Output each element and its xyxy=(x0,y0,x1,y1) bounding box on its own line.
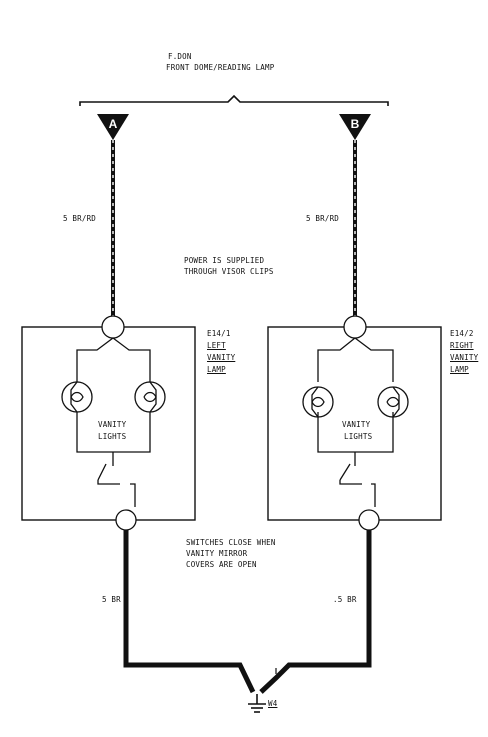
left-component-line4: LAMP xyxy=(207,365,226,374)
left-component-id: E14/1 xyxy=(207,329,231,338)
connector-a: A xyxy=(97,114,129,140)
left-bulb-2 xyxy=(134,381,166,413)
right-component-line3: VANITY xyxy=(450,353,479,362)
svg-text:A: A xyxy=(109,117,118,131)
left-inner-line1: VANITY xyxy=(98,420,127,429)
switch-note-line2: VANITY MIRROR xyxy=(186,549,248,558)
right-inner-line1: VANITY xyxy=(342,420,371,429)
header-line1: F.DON xyxy=(168,52,192,61)
right-component-line2: RIGHT xyxy=(450,341,474,350)
ground-wire-left xyxy=(123,530,256,694)
left-internal-circuit xyxy=(76,315,151,531)
wire-label-bottom-left: 5 BR xyxy=(102,595,121,604)
right-bulb-1 xyxy=(302,386,334,418)
right-internal-circuit xyxy=(317,315,394,531)
connector-b: B xyxy=(339,114,371,140)
power-note-line2: THROUGH VISOR CLIPS xyxy=(184,267,274,276)
ground-wire-right xyxy=(259,530,372,694)
right-bulb-2 xyxy=(377,386,409,418)
header-line2: FRONT DOME/READING LAMP xyxy=(166,63,275,72)
right-component-id: E14/2 xyxy=(450,329,474,338)
wire-label-top-right: 5 BR/RD xyxy=(306,214,340,223)
right-component-line4: LAMP xyxy=(450,365,469,374)
left-inner-line2: LIGHTS xyxy=(98,432,127,441)
switch-note-line1: SWITCHES CLOSE WHEN xyxy=(186,538,276,547)
ground-label: W4 xyxy=(268,699,278,708)
left-bulb-1 xyxy=(61,381,93,413)
header-bracket xyxy=(79,94,389,106)
right-inner-line2: LIGHTS xyxy=(344,432,373,441)
wire-label-top-left: 5 BR/RD xyxy=(63,214,97,223)
wire-label-bottom-right: .5 BR xyxy=(333,595,357,604)
svg-text:B: B xyxy=(351,117,360,131)
switch-note-line3: COVERS ARE OPEN xyxy=(186,560,257,569)
power-note-line1: POWER IS SUPPLIED xyxy=(184,256,265,265)
ground-icon xyxy=(248,694,266,713)
left-component-line3: VANITY xyxy=(207,353,236,362)
left-component-line2: LEFT xyxy=(207,341,226,350)
